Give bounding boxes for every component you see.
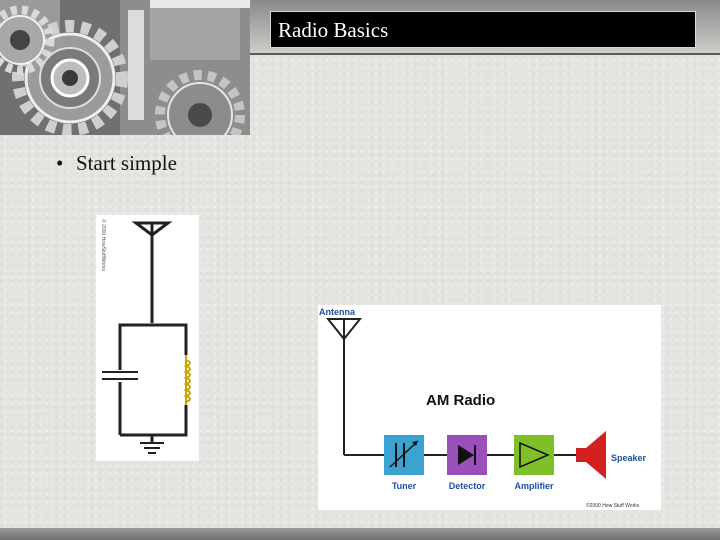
am-radio-figure: Antenna AM Radio Tuner Detector Amplifie… [318, 305, 661, 510]
diode-symbol [458, 445, 474, 465]
detector-label: Detector [449, 481, 486, 491]
am-credit: ©2000 How Stuff Works [586, 502, 640, 509]
circuit-credit-text: © 2000 HowStuffWorks [100, 219, 107, 271]
speaker-magnet [576, 448, 586, 462]
tuner-arrow-head [412, 441, 418, 446]
bullet-text: Start simple [76, 151, 177, 175]
lc-circuit-figure: © 2000 HowStuffWorks [96, 215, 199, 461]
gears-photo [0, 0, 250, 135]
bullet-list: • Start simple [56, 148, 177, 178]
antenna-label: Antenna [319, 307, 356, 317]
speaker-icon [586, 431, 606, 479]
tuner-arrow [389, 440, 419, 468]
circuit-credit: © 2000 HowStuffWorks [100, 219, 107, 271]
am-radio-title: AM Radio [426, 392, 495, 409]
amplifier-label: Amplifier [514, 481, 554, 491]
slide-title: Radio Basics [270, 11, 696, 48]
tuner-label: Tuner [392, 481, 417, 491]
amplifier-symbol [519, 441, 550, 469]
footer-bar [0, 528, 720, 540]
speaker-label: Speaker [611, 453, 647, 463]
circuit-wire-bottom [120, 405, 188, 437]
header-divider [250, 53, 720, 55]
bullet-dot: • [56, 151, 64, 175]
inductor-coil [183, 359, 191, 403]
bullet-item: • Start simple [56, 148, 177, 178]
